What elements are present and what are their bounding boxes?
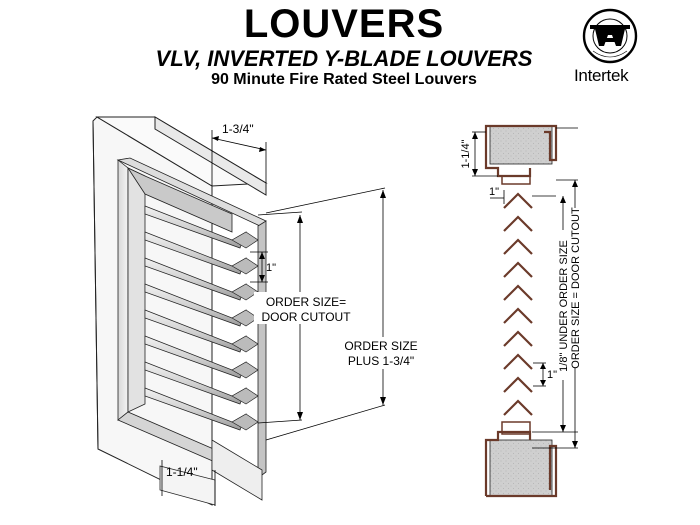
dim-top-flange: 1-1/4" (460, 139, 472, 168)
louver-blades (144, 205, 259, 431)
wh-recognized-component-mark-icon (582, 8, 638, 64)
label-plus-dimension: PLUS 1-3/4" (348, 354, 414, 368)
page-tagline: 90 Minute Fire Rated Steel Louvers (211, 71, 477, 88)
isometric-louver-view: 1-3/4" 1" ORDER SIZE= DOOR CUTOUT ORDER … (92, 116, 422, 506)
label-under-order-size: 1/8" UNDER ORDER SIZE (558, 240, 570, 372)
dim-top-width: 1-3/4" (222, 122, 254, 136)
label-order-size-door-cutout: ORDER SIZE = DOOR CUTOUT (570, 207, 582, 369)
dim-bottom-flange: 1-1/4" (166, 465, 198, 479)
brand-name: Intertek (574, 66, 629, 85)
dim-blade-width: 1" (489, 186, 499, 198)
page-title: LOUVERS (243, 2, 445, 46)
page-subtitle: VLV, INVERTED Y-BLADE LOUVERS (155, 46, 533, 71)
dim-section-blade-pitch: 1" (547, 369, 557, 381)
label-order-size: ORDER SIZE= (266, 295, 346, 309)
label-door-cutout: DOOR CUTOUT (261, 310, 351, 324)
section-blades (503, 192, 533, 416)
dim-blade-pitch: 1" (266, 262, 276, 274)
label-order-size-plus: ORDER SIZE (344, 339, 417, 353)
section-louver-view: 1-1/4" 1" 1" 1/8" UNDER ORDER SIZE ORDER… (460, 124, 582, 498)
